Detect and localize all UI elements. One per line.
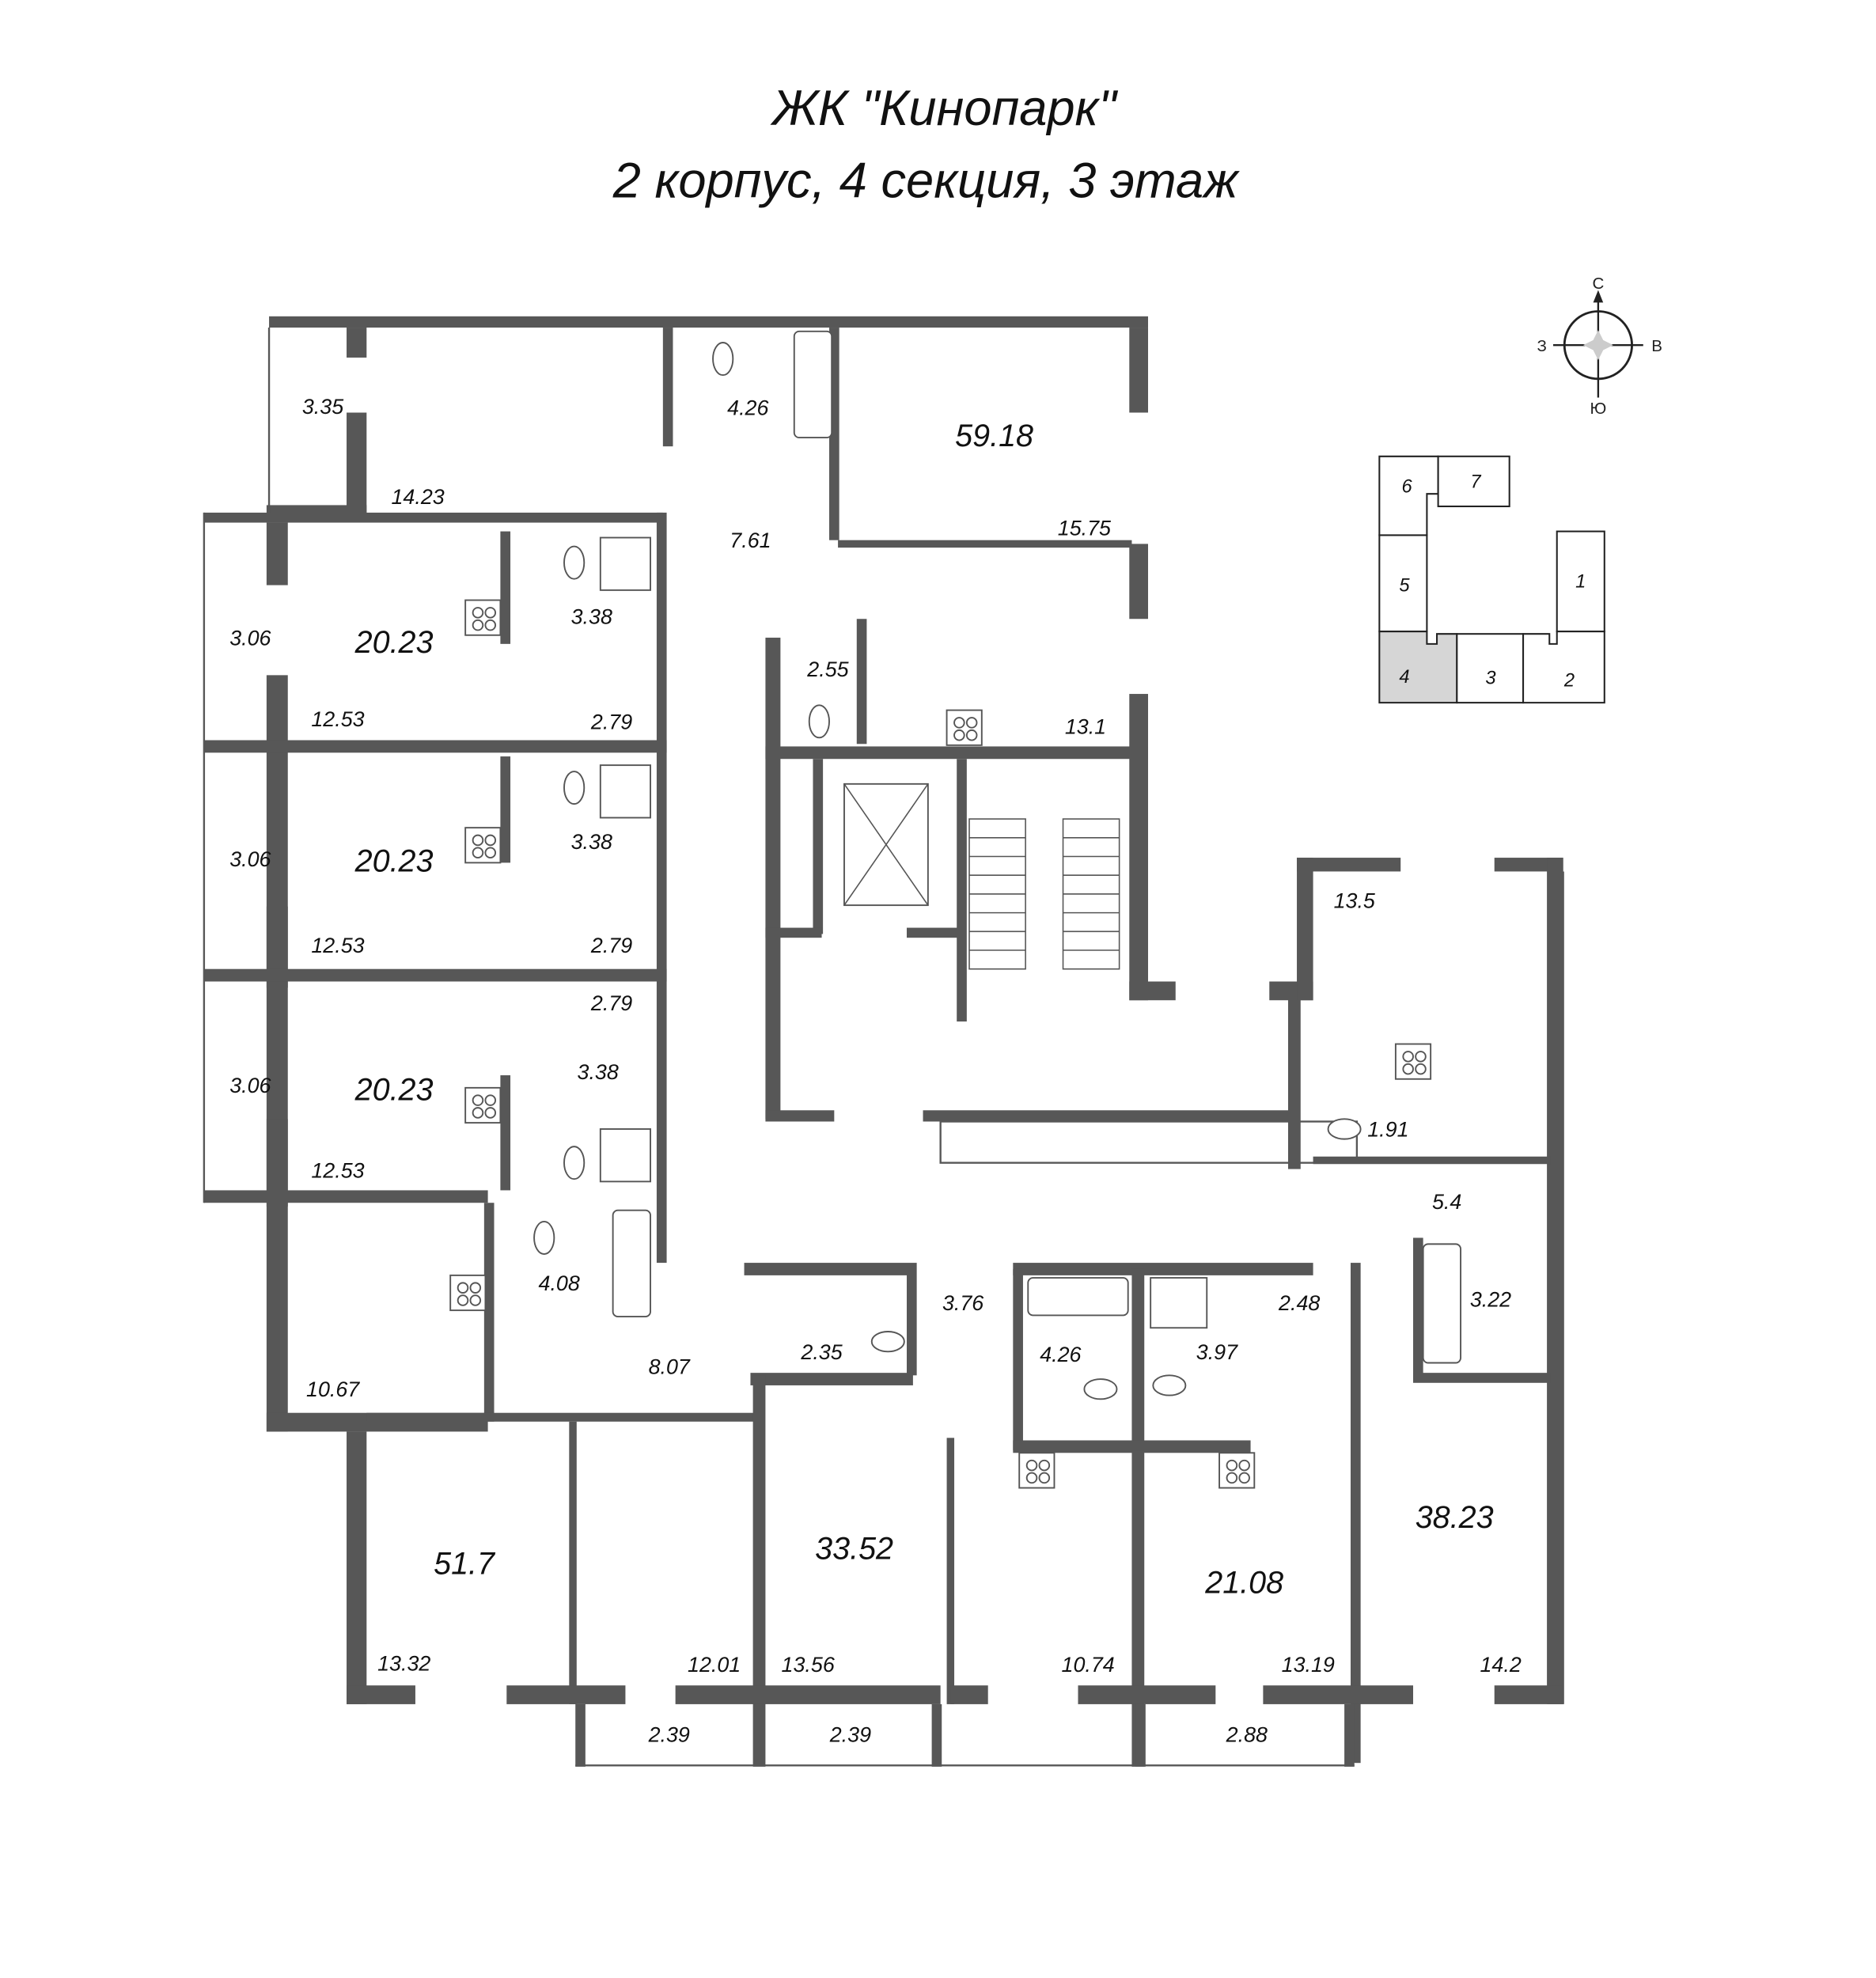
room-area: 13.32 (377, 1651, 430, 1675)
key-label: 6 (1402, 477, 1413, 498)
room-area: 13.56 (782, 1653, 835, 1677)
room-area: 2.88 (1226, 1722, 1268, 1746)
room-area: 12.01 (688, 1653, 741, 1677)
key-section-1 (1556, 530, 1605, 633)
room-area: 7.61 (730, 529, 771, 552)
room-area: 1.91 (1367, 1117, 1408, 1141)
key-label: 2 (1563, 671, 1575, 692)
compass-north-label: С (1592, 275, 1604, 293)
stove-icons (449, 599, 1432, 1489)
room-area: 15.75 (1058, 516, 1111, 540)
room-area: 2.48 (1278, 1291, 1320, 1315)
room-area: 14.2 (1480, 1653, 1521, 1677)
apartment-area: 38.23 (1416, 1500, 1494, 1535)
room-area: 3.06 (229, 847, 271, 871)
toilet-icons (533, 342, 1362, 1400)
key-label: 3 (1485, 668, 1495, 688)
apartment-area: 33.52 (815, 1532, 893, 1567)
room-area: 5.4 (1432, 1190, 1461, 1214)
walls (203, 316, 1564, 1767)
room-area: 3.06 (229, 1074, 271, 1097)
stove-icon (464, 1086, 502, 1124)
apartment-totals: 59.18 20.23 20.23 20.23 51.7 33.52 21.08… (354, 419, 1494, 1600)
room-area: 13.19 (1282, 1653, 1335, 1677)
room-area: 2.35 (800, 1340, 842, 1364)
complex-title: ЖК "Кинопарк" (770, 81, 1118, 136)
floor-subtitle: 2 корпус, 4 секция, 3 этаж (612, 153, 1240, 209)
room-area: 3.38 (578, 1060, 619, 1084)
room-areas: 3.35 14.23 4.26 7.61 15.75 3.06 3.38 12.… (229, 395, 1522, 1746)
apartment-area: 20.23 (354, 625, 434, 660)
stove-icon (946, 709, 983, 746)
key-label: 7 (1470, 472, 1481, 492)
key-label: 1 (1575, 572, 1586, 593)
room-area: 2.39 (648, 1722, 690, 1746)
key-label: 5 (1399, 575, 1410, 596)
room-area: 4.26 (727, 396, 768, 420)
stove-icon (464, 827, 502, 864)
bathtub-icons (599, 330, 1462, 1364)
key-section-5 (1378, 534, 1428, 633)
room-area: 10.67 (306, 1377, 360, 1401)
room-area: 4.08 (539, 1271, 580, 1295)
key-section-3 (1456, 633, 1525, 704)
apartment-area: 21.08 (1204, 1565, 1283, 1600)
stove-icon (1394, 1043, 1432, 1080)
room-area: 2.79 (590, 991, 632, 1015)
room-area: 13.5 (1334, 889, 1375, 912)
room-area: 3.35 (302, 395, 343, 419)
room-area: 2.39 (829, 1722, 871, 1746)
room-area: 13.1 (1065, 715, 1106, 739)
room-area: 2.55 (806, 657, 848, 681)
apartment-area: 20.23 (354, 1073, 434, 1108)
room-area: 3.38 (571, 830, 612, 854)
room-area: 3.22 (1470, 1287, 1511, 1311)
room-area: 12.53 (311, 707, 364, 731)
compass-east-label: В (1651, 337, 1662, 355)
room-area: 2.79 (590, 934, 632, 957)
key-section-7 (1437, 455, 1510, 508)
stove-icon (1218, 1452, 1256, 1489)
key-section-4 (1378, 631, 1458, 704)
room-area: 12.53 (311, 1159, 364, 1183)
room-area: 8.07 (649, 1355, 691, 1379)
compass-icon: С Ю З В (1537, 275, 1662, 418)
stove-icon (464, 599, 502, 636)
stove-icon (1018, 1452, 1055, 1489)
room-area: 3.76 (942, 1291, 983, 1315)
room-area: 14.23 (391, 485, 444, 509)
stairs-icon (968, 818, 1120, 970)
key-label: 4 (1399, 667, 1409, 688)
room-area: 12.53 (311, 934, 364, 957)
apartment-area: 59.18 (955, 419, 1033, 453)
elevator-shaft-icon (843, 782, 929, 907)
key-section-2 (1522, 631, 1605, 704)
apartment-area: 51.7 (434, 1547, 496, 1582)
room-area: 2.79 (590, 710, 632, 733)
compass-south-label: Ю (1590, 400, 1607, 418)
key-plan: 1 2 3 4 5 6 7 (1378, 455, 1605, 704)
room-area: 3.97 (1196, 1340, 1238, 1364)
room-area: 3.06 (229, 626, 271, 650)
room-area: 10.74 (1062, 1653, 1115, 1677)
stove-icon (449, 1274, 487, 1312)
room-area: 3.38 (571, 605, 612, 629)
compass-west-label: З (1537, 337, 1547, 355)
room-area: 4.26 (1040, 1343, 1081, 1366)
apartment-area: 20.23 (354, 843, 434, 878)
